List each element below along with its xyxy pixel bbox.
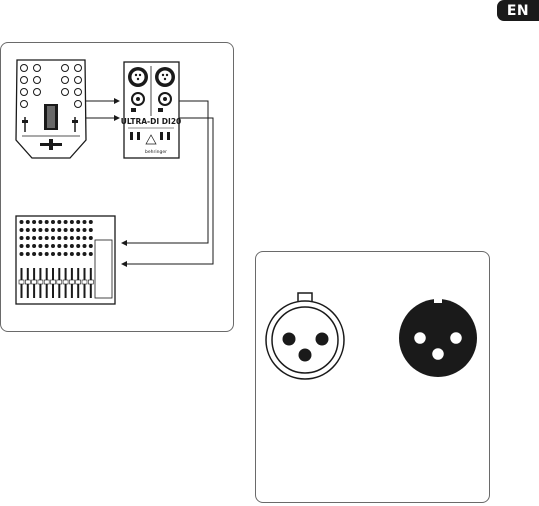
mixing-console-icon bbox=[16, 216, 115, 304]
mixer-knob bbox=[62, 89, 69, 96]
mixer-knob bbox=[34, 77, 41, 84]
console-master-section bbox=[95, 240, 112, 298]
mixer-knob bbox=[21, 65, 28, 72]
mixer-knob bbox=[34, 89, 41, 96]
arrow-head bbox=[121, 261, 127, 267]
mixer-knob bbox=[21, 89, 28, 96]
mixer-knob bbox=[75, 89, 82, 96]
arrow-head bbox=[114, 115, 120, 121]
mixer-knob bbox=[62, 77, 69, 84]
mixer-knob bbox=[75, 101, 82, 108]
di-model-label: ULTRA-DI DI20 bbox=[121, 117, 182, 126]
arrow-head bbox=[121, 240, 127, 246]
arrow-head bbox=[114, 98, 120, 104]
mixer-knob bbox=[75, 77, 82, 84]
xlr-male-connector-icon bbox=[399, 297, 477, 377]
mixer-knob bbox=[21, 77, 28, 84]
di-box-icon: ULTRA-DI DI20 behringer bbox=[121, 62, 182, 158]
dj-mixer-icon bbox=[16, 60, 86, 158]
mixer-knob bbox=[75, 65, 82, 72]
di-brand-label: behringer bbox=[145, 149, 167, 155]
mixer-knob bbox=[34, 65, 41, 72]
mixer-knob bbox=[62, 65, 69, 72]
xlr-female-connector-icon bbox=[266, 293, 344, 379]
mixer-knob bbox=[21, 101, 28, 108]
